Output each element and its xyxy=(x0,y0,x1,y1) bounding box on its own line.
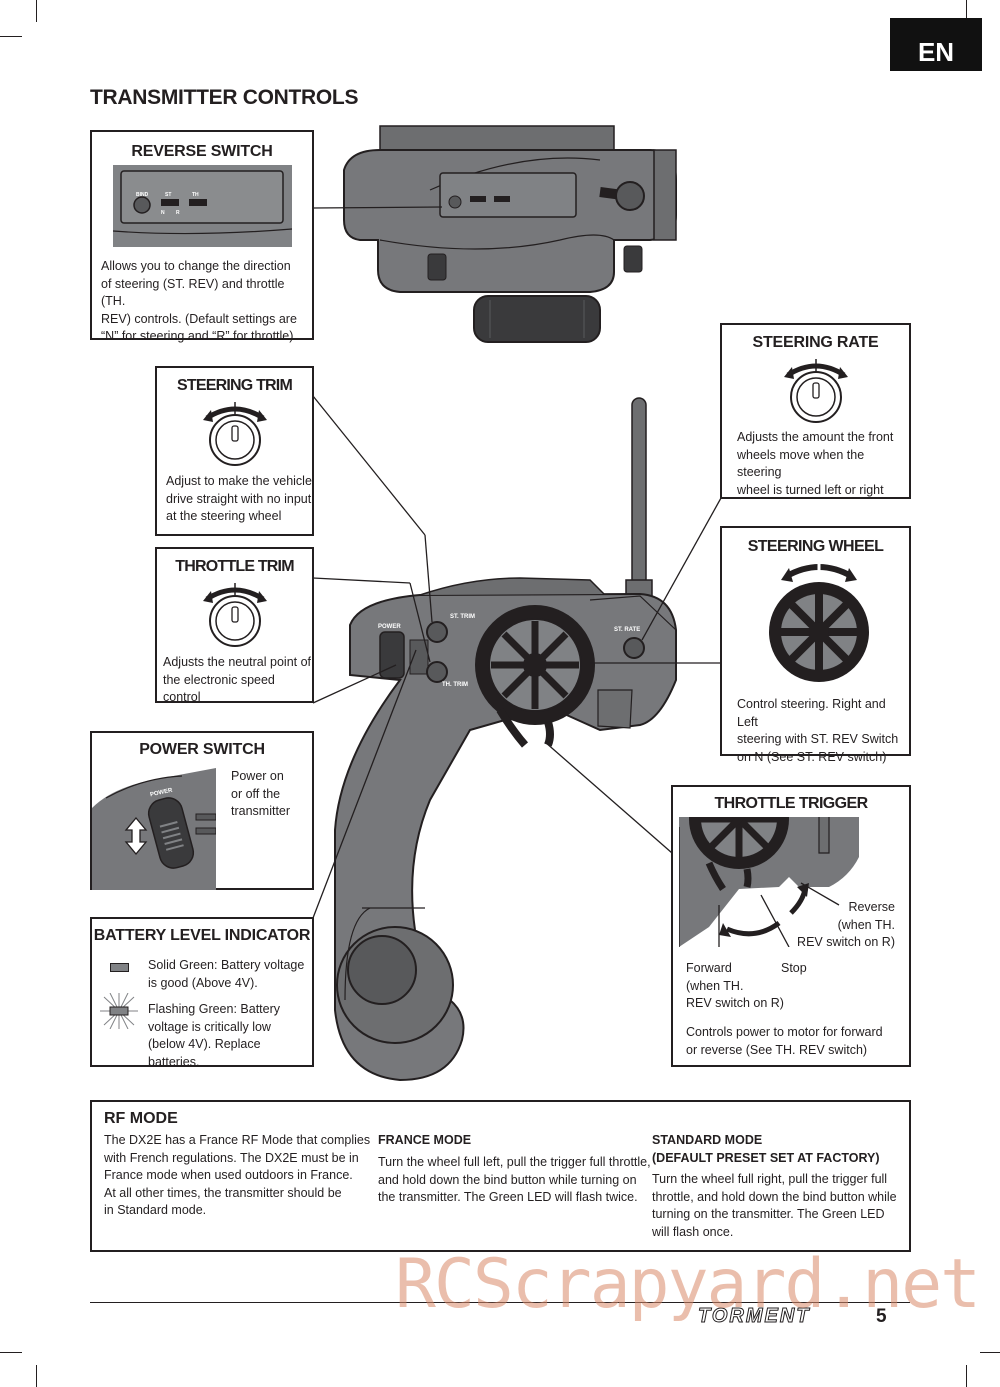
crop-mark xyxy=(36,1365,37,1387)
solid-led-icon xyxy=(110,963,129,972)
power-label: POWER xyxy=(378,624,401,630)
page-number: 5 xyxy=(876,1306,887,1327)
leader-lines xyxy=(312,206,722,919)
steering-wheel-panel: STEERING WHEEL Control steering. Right a… xyxy=(720,526,911,764)
throttle-trigger-panel: THROTTLE TRIGGER Reverse(when TH.REV swi… xyxy=(671,785,911,1067)
crop-mark xyxy=(0,1352,22,1353)
rf-mode-intro: The DX2E has a France RF Mode that compl… xyxy=(104,1133,371,1217)
battery-indicator-title: BATTERY LEVEL INDICATOR xyxy=(93,927,311,944)
power-switch-title: POWER SWITCH xyxy=(139,741,265,758)
footer-rule xyxy=(90,1302,910,1303)
rf-mode-panel: RF MODE The DX2E has a France RF Mode th… xyxy=(90,1100,911,1252)
throttle-trim-title: THROTTLE TRIM xyxy=(175,558,294,575)
throttle-forward-label: Forward(when TH.REV switch on R) xyxy=(686,961,784,1010)
page-title: TRANSMITTER CONTROLS xyxy=(90,86,359,109)
transmitter-top-view xyxy=(343,125,677,343)
th-trim-label: TH. TRIM xyxy=(442,682,468,688)
crop-mark xyxy=(0,36,22,37)
reverse-switch-closeup xyxy=(113,165,292,247)
st-label: ST xyxy=(165,192,172,198)
watermark: RCScrapyard.net xyxy=(395,1245,981,1324)
reverse-switch-title: REVERSE SWITCH xyxy=(131,143,273,160)
standard-mode-desc: Turn the wheel full right, pull the trig… xyxy=(652,1172,897,1239)
brand-logo: TORMENT xyxy=(698,1305,811,1328)
n-label: N xyxy=(161,210,165,216)
crop-mark xyxy=(980,1352,1000,1353)
trim-knob-icon xyxy=(203,583,267,647)
rate-knob-icon xyxy=(784,359,848,423)
power-switch-closeup xyxy=(92,768,216,890)
reverse-switch-panel: REVERSE SWITCH BIND ST TH N R Allows you… xyxy=(90,130,314,343)
battery-indicator-panel: BATTERY LEVEL INDICATOR Solid Green: Bat… xyxy=(90,917,314,1069)
st-rate-label: ST. RATE xyxy=(614,627,641,633)
steering-rate-panel: STEERING RATE Adjusts the amount the fro… xyxy=(720,323,911,499)
france-mode-title: FRANCE MODE xyxy=(378,1133,472,1147)
steering-wheel-icon xyxy=(769,562,869,682)
throttle-trigger-title: THROTTLE TRIGGER xyxy=(714,795,868,812)
crop-mark xyxy=(36,0,37,22)
throttle-stop-label: Stop xyxy=(781,961,807,975)
language-tab: EN xyxy=(890,18,982,71)
steering-trim-title: STEERING TRIM xyxy=(177,377,293,394)
trim-knob-icon xyxy=(203,402,267,466)
throttle-trigger-closeup xyxy=(679,817,859,947)
transmitter-front-view xyxy=(334,397,677,1082)
st-trim-label: ST. TRIM xyxy=(450,614,475,620)
throttle-reverse-label: Reverse(when TH.REV switch on R) xyxy=(797,900,895,949)
flashing-led-icon xyxy=(100,993,138,1029)
crop-mark xyxy=(966,0,967,22)
th-label: TH xyxy=(192,192,199,198)
r-label: R xyxy=(176,210,180,216)
france-mode-desc: Turn the wheel full left, pull the trigg… xyxy=(378,1155,651,1204)
steering-trim-panel: STEERING TRIM Adjust to make the vehicle… xyxy=(155,366,314,536)
bind-label: BIND xyxy=(136,192,149,198)
rf-mode-title: RF MODE xyxy=(104,1110,178,1127)
steering-rate-title: STEERING RATE xyxy=(752,334,879,351)
throttle-trim-panel: THROTTLE TRIM Adjusts the neutral point … xyxy=(155,547,314,704)
crop-mark xyxy=(966,1365,967,1387)
steering-wheel-title: STEERING WHEEL xyxy=(747,538,884,555)
standard-mode-title: STANDARD MODE(DEFAULT PRESET SET AT FACT… xyxy=(652,1133,880,1165)
